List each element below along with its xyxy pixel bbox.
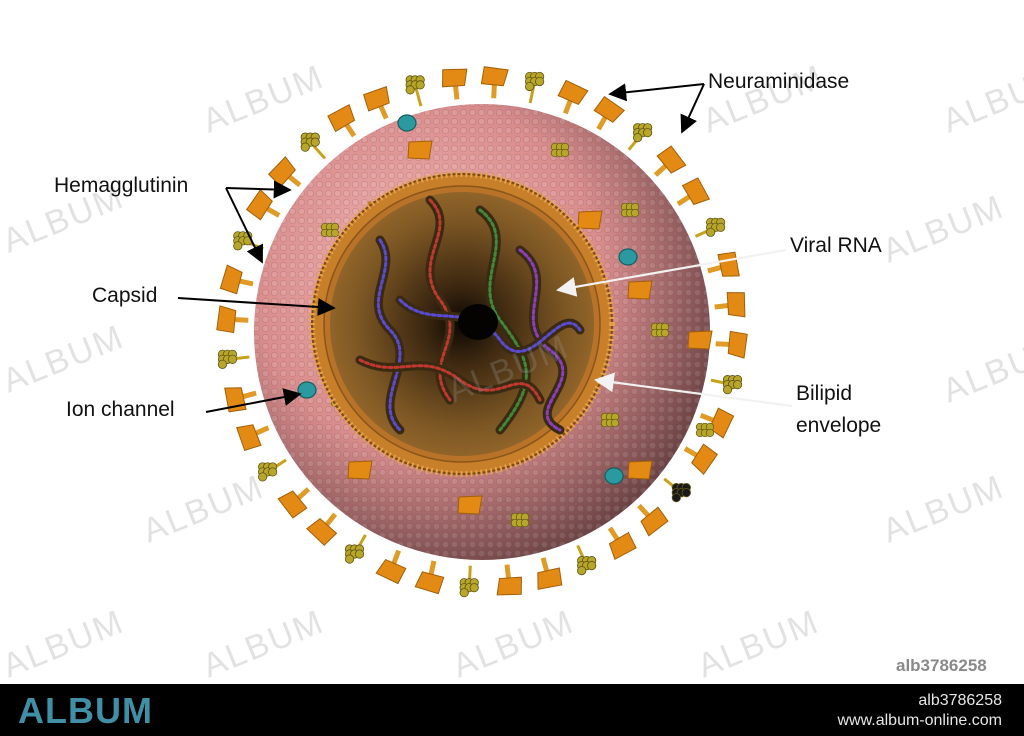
- neuraminidase-protein: [320, 222, 340, 238]
- image-code: alb3786258: [896, 656, 987, 675]
- neuraminidase-head: [258, 462, 278, 482]
- ion-channel: [618, 248, 638, 266]
- hemagglutinin-protein: [577, 210, 603, 230]
- neuraminidase-arrow-2: [680, 83, 705, 134]
- neuraminidase-head: [577, 556, 597, 576]
- hemagglutinin-head: [691, 443, 718, 476]
- hemagglutinin-head: [414, 571, 445, 595]
- label-ion-channel: Ion channel: [66, 398, 175, 421]
- hemagglutinin-head: [375, 558, 407, 585]
- neuraminidase-protein: [695, 422, 715, 438]
- hemagglutinin-head: [224, 387, 247, 413]
- hemagglutinin-head: [442, 68, 468, 88]
- hemagglutinin-arrow-1: [225, 180, 292, 199]
- bilipid-arrow: [594, 372, 793, 408]
- ion-channel: [397, 114, 417, 132]
- diagram-stage: ALBUM ALBUM ALBUM ALBUM ALBUM ALBUM ALBU…: [0, 58, 1024, 686]
- hemagglutinin-head: [496, 576, 522, 596]
- surface-spikes: [216, 66, 748, 598]
- neuraminidase-protein: [550, 142, 570, 158]
- hemagglutinin-head: [727, 330, 748, 359]
- hemagglutinin-head: [557, 79, 589, 106]
- hemagglutinin-arrow-2: [225, 187, 264, 264]
- hemagglutinin-head: [236, 424, 262, 452]
- label-arrows: [177, 83, 793, 413]
- hemagglutinin-head: [593, 96, 626, 123]
- neuraminidase-head: [633, 123, 653, 143]
- hemagglutinin-head: [656, 145, 687, 174]
- neuraminidase-head: [671, 483, 691, 503]
- label-envelope: envelope: [796, 414, 882, 437]
- capsid-ring-inner: [309, 171, 615, 477]
- hemagglutinin-protein: [407, 140, 433, 160]
- hemagglutinin-head: [681, 177, 711, 206]
- hemagglutinin-head: [480, 66, 509, 87]
- hemagglutinin-head: [219, 264, 243, 295]
- label-hemagglutinin: Hemagglutinin: [54, 174, 189, 197]
- neuraminidase-protein: [600, 412, 620, 428]
- hemagglutinin-head: [362, 86, 390, 112]
- neuraminidase-head: [344, 544, 365, 564]
- label-neuraminidase: Neuraminidase: [708, 70, 850, 93]
- neuraminidase-head: [217, 349, 238, 369]
- viral-rna-arrow: [556, 248, 787, 297]
- hemagglutinin-head: [277, 490, 308, 519]
- virus-illustration: [177, 66, 793, 598]
- label-capsid: Capsid: [92, 284, 158, 307]
- hemagglutinin-head: [608, 531, 637, 561]
- hemagglutinin-protein: [627, 280, 653, 300]
- hemagglutinin-head: [640, 506, 669, 537]
- footer-bar: ALBUM alb3786258 www.album-online.com: [0, 684, 1024, 736]
- rna-strand-nucleotides: [478, 208, 528, 432]
- hemagglutinin-head: [216, 305, 237, 334]
- hemagglutinin-head: [726, 292, 746, 318]
- ion-channel: [297, 381, 317, 399]
- neuraminidase-protein: [510, 512, 530, 528]
- hemagglutinin-protein: [347, 460, 373, 480]
- rna-strand-nucleotides: [358, 358, 542, 402]
- hemagglutinin-head: [327, 103, 356, 133]
- hemagglutinin-protein: [457, 495, 483, 515]
- neuraminidase-head: [706, 217, 726, 237]
- neuraminidase-head: [300, 132, 320, 152]
- ion-channel-arrow: [205, 388, 302, 413]
- neuraminidase-head: [459, 578, 479, 598]
- rna-strand-nucleotides: [398, 298, 582, 353]
- hemagglutinin-head: [246, 188, 273, 221]
- hemagglutinin-protein: [627, 460, 653, 480]
- viral-rna-strands: [355, 195, 585, 435]
- hemagglutinin-head: [306, 518, 338, 546]
- label-viral-rna: Viral RNA: [790, 234, 882, 257]
- capsid-arrow: [177, 297, 336, 316]
- neuraminidase-head: [722, 375, 743, 395]
- footer-image-id: alb3786258: [918, 692, 1002, 709]
- footer-logo[interactable]: ALBUM: [18, 690, 153, 731]
- core-dark-center: [458, 304, 498, 340]
- neuraminidase-head: [405, 75, 425, 95]
- label-bilipid: Bilipid: [796, 382, 853, 405]
- ion-channel: [604, 467, 624, 485]
- neuraminidase-protein: [620, 202, 640, 218]
- hemagglutinin-head: [717, 251, 740, 277]
- footer-url[interactable]: www.album-online.com: [837, 712, 1002, 729]
- neuraminidase-protein: [650, 322, 670, 338]
- hemagglutinin-head: [537, 567, 563, 590]
- neuraminidase-arrow-1: [608, 83, 705, 102]
- rna-strand-nucleotides: [518, 248, 565, 432]
- hemagglutinin-protein: [687, 330, 713, 350]
- neuraminidase-head: [525, 71, 545, 92]
- rna-strand-nucleotides: [377, 238, 402, 432]
